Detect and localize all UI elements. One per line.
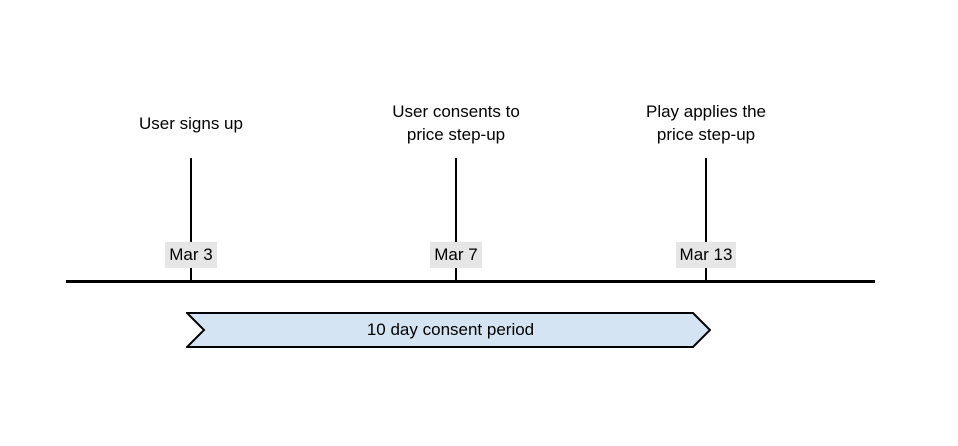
chevron-arrow-icon — [186, 312, 711, 348]
milestone-date-chip: Mar 13 — [626, 242, 786, 268]
milestone-caption: User consents to price step-up — [392, 102, 520, 144]
milestone-stem — [190, 158, 192, 282]
milestone-date-chip: Mar 3 — [111, 242, 271, 268]
milestone-stem — [455, 158, 457, 282]
milestone-caption: User signs up — [139, 114, 243, 133]
milestone-date-label: Mar 13 — [675, 242, 737, 268]
consent-period-label: 10 day consent period — [366, 320, 535, 339]
milestone-date-chip: Mar 7 — [376, 242, 536, 268]
consent-period-banner: 10 day consent period — [186, 312, 711, 348]
timeline-axis — [66, 280, 875, 283]
milestone-date-label: Mar 3 — [165, 242, 217, 268]
milestone-date-label: Mar 7 — [430, 242, 482, 268]
milestone-caption: Play applies the price step-up — [645, 102, 767, 144]
milestone-stem — [705, 158, 707, 282]
